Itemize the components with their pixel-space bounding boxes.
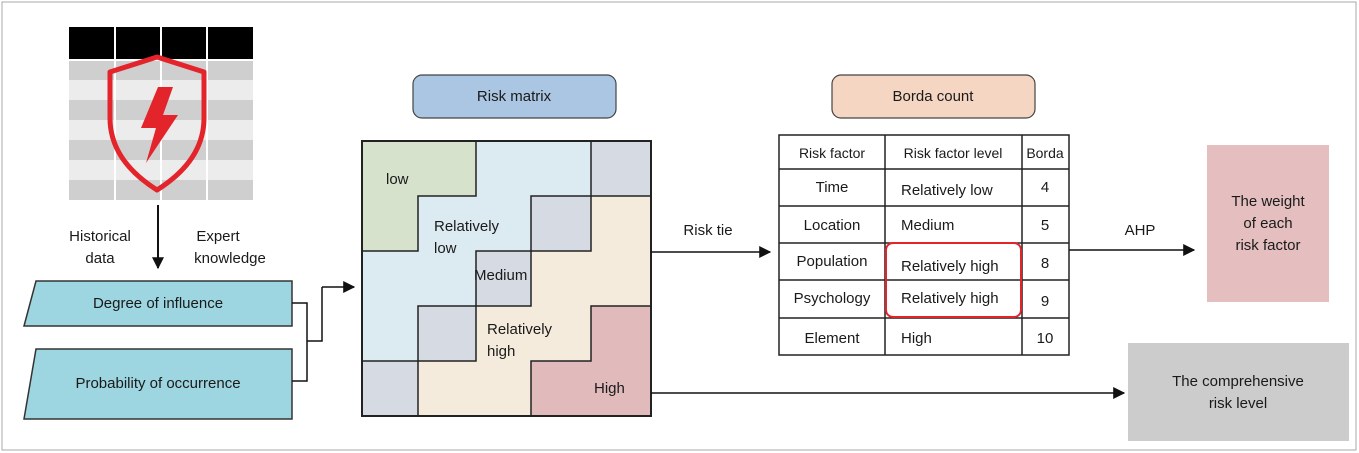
borda-cell-level: Relatively high	[901, 258, 999, 275]
expert-knowledge-line-1: Expert	[196, 228, 240, 245]
risk-matrix-header	[412, 74, 617, 119]
historical-data-line-1: Historical	[69, 228, 131, 245]
input-bracket-connector	[292, 287, 323, 382]
zone-relatively-low-label-1: Relatively	[434, 218, 500, 235]
borda-cell-factor: Element	[804, 330, 860, 347]
borda-cell-level: Relatively low	[901, 182, 993, 199]
data-table-shield-icon	[69, 27, 253, 200]
borda-table	[778, 134, 1070, 356]
zone-medium-cell-1	[591, 141, 651, 196]
zone-relatively-high-label-2: high	[487, 343, 515, 360]
comprehensive-label-line-2: risk level	[1209, 395, 1267, 412]
borda-cell-factor: Time	[816, 179, 849, 196]
weight-label-line-2: of each	[1243, 215, 1292, 232]
probability-of-occurrence-label: Probability of occurrence	[75, 375, 240, 392]
degree-of-influence-label: Degree of influence	[93, 295, 223, 312]
risk-matrix-header-label: Risk matrix	[477, 88, 552, 105]
borda-count-header	[831, 74, 1036, 119]
comprehensive-label-line-1: The comprehensive	[1172, 373, 1304, 390]
borda-count-header-label: Borda count	[893, 88, 975, 105]
borda-cell-score: 5	[1041, 217, 1049, 234]
risk-matrix-grid	[361, 140, 652, 417]
zone-low-label: low	[386, 171, 409, 188]
zone-medium-cell-2	[531, 196, 591, 251]
degree-of-influence-box	[23, 280, 293, 327]
historical-data-line-2: data	[85, 250, 115, 267]
comprehensive-risk-box	[1128, 343, 1349, 441]
relatively-high-highlight	[885, 242, 1022, 318]
zone-relatively-high-label-1: Relatively	[487, 321, 553, 338]
zone-medium-label: Medium	[474, 267, 527, 284]
borda-col-header: Risk factor level	[904, 145, 1003, 161]
weight-label-line-1: The weight	[1231, 193, 1305, 210]
zone-medium-cell-5	[362, 361, 418, 416]
risk-tie-label: Risk tie	[683, 222, 732, 239]
ahp-label: AHP	[1125, 222, 1156, 239]
borda-cell-score: 4	[1041, 179, 1049, 196]
expert-knowledge-line-2: knowledge	[194, 250, 266, 267]
borda-cell-score: 10	[1037, 330, 1054, 347]
shield-icon	[107, 54, 207, 193]
zone-high-label: High	[594, 380, 625, 397]
borda-cell-level: Relatively high	[901, 290, 999, 307]
borda-cell-factor: Location	[804, 217, 861, 234]
probability-of-occurrence-box	[23, 348, 293, 420]
borda-cell-score: 8	[1041, 255, 1049, 272]
borda-cell-level: High	[901, 330, 932, 347]
borda-cell-factor: Population	[797, 253, 868, 270]
borda-cell-level: Medium	[901, 217, 954, 234]
zone-medium-cell-3	[476, 251, 531, 306]
borda-col-header: Borda	[1026, 145, 1064, 161]
borda-cell-score: 9	[1041, 293, 1049, 310]
borda-col-header: Risk factor	[799, 145, 865, 161]
borda-cell-factor: Psychology	[794, 290, 871, 307]
zone-medium-cell-4	[418, 306, 476, 361]
zone-relatively-low-label-2: low	[434, 240, 457, 257]
weight-label-line-3: risk factor	[1235, 237, 1300, 254]
lightning-bolt-icon	[141, 87, 178, 163]
weight-output-box	[1207, 145, 1329, 302]
